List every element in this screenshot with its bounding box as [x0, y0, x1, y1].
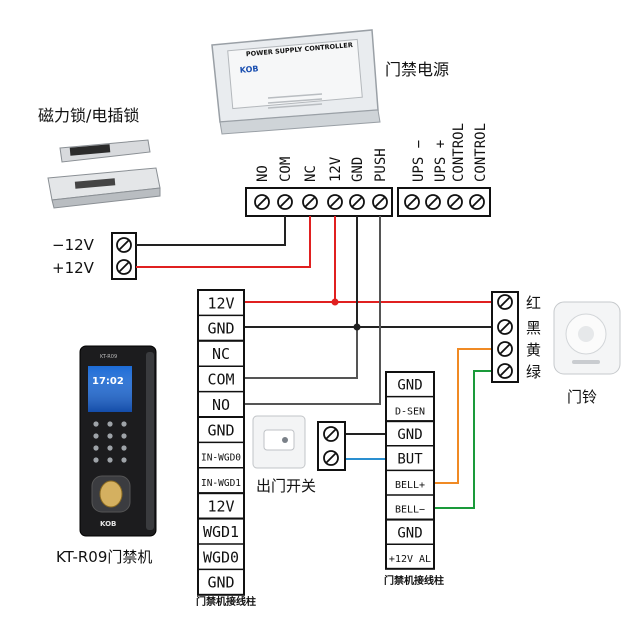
left-terminal-label: WGD0: [203, 548, 239, 566]
device-screen-time: 17:02: [92, 376, 124, 387]
keypad-key: [121, 421, 127, 427]
left-terminal-label: GND: [207, 320, 234, 338]
wire-gnd: [356, 216, 492, 328]
magnetic-lock-image: [47, 139, 161, 209]
control-screw-2: [447, 194, 463, 210]
power-screw-1: [277, 194, 293, 210]
access-unit-title: KT-R09门禁机: [56, 548, 152, 566]
lock-minus12v-label: −12V: [52, 236, 95, 254]
left-terminal-label: 12V: [207, 497, 234, 515]
right-terminal-label: BELL−: [395, 505, 425, 516]
right-terminal-label: BELL+: [395, 480, 425, 491]
keypad-key: [107, 433, 113, 439]
left-terminal-label: 12V: [207, 294, 234, 312]
keypad-key: [93, 421, 99, 427]
right-terminal-label: GND: [397, 378, 422, 394]
control-screw-1: [425, 194, 441, 210]
keypad-key: [93, 445, 99, 451]
access-control-device: 17:02 KT-R09 KOB: [79, 345, 157, 537]
wire-12v: [334, 216, 492, 303]
left-terminal-label: IN-WGD0: [201, 453, 241, 464]
control-screw-0: [404, 194, 420, 210]
power-supply-title: 门禁电源: [385, 60, 449, 79]
right-terminal-caption: 门禁机接线柱: [384, 574, 444, 587]
keypad-key: [121, 457, 127, 463]
left-terminal-caption: 门禁机接线柱: [196, 595, 256, 608]
left-terminal-label: COM: [207, 370, 234, 388]
left-terminal-label: WGD1: [203, 523, 239, 541]
doorbell-screw-1: [497, 319, 513, 335]
keypad-key: [107, 421, 113, 427]
right-terminal-label: +12V AL: [389, 554, 431, 565]
left-terminal-group: [197, 492, 245, 520]
right-terminal-label: D-SEN: [395, 406, 425, 417]
control-terminal-label: CONTROL: [451, 123, 467, 182]
keypad-key: [93, 433, 99, 439]
right-terminal-label: GND: [397, 525, 422, 541]
power-screw-3: [327, 194, 343, 210]
wire-com: [244, 327, 358, 379]
power-terminal-label: COM: [278, 157, 294, 182]
control-terminal-label: UPS +: [433, 140, 449, 182]
right-terminal-label: GND: [397, 427, 422, 443]
left-terminal-label: NO: [212, 396, 230, 414]
wire-lock-minus: [136, 216, 286, 246]
left-terminal-label: GND: [207, 421, 234, 439]
power-terminal-label: NO: [255, 165, 271, 182]
doorbell-image: [553, 301, 621, 375]
doorbell-wire-label: 绿: [526, 363, 541, 381]
power-supply-unit: POWER SUPPLY CONTROLLER KOB: [211, 29, 381, 135]
doorbell-wire-label: 黑: [526, 319, 541, 337]
lock-terminal: [111, 232, 137, 280]
power-terminal-screws: [254, 194, 485, 210]
doorbell-terminal: [491, 291, 519, 383]
doorbell-screw-3: [497, 363, 513, 379]
door-button-image: [252, 415, 306, 469]
power-screw-5: [372, 194, 388, 210]
wires: [136, 216, 492, 509]
keypad-key: [107, 445, 113, 451]
device-model-label: KT-R09: [100, 354, 117, 360]
control-terminal-label: CONTROL: [473, 123, 489, 182]
wire-no: [244, 216, 381, 405]
device-brand: KOB: [100, 520, 116, 528]
control-screw-3: [469, 194, 485, 210]
access-unit-terminal-block-right: GND D-SEN GND BUT BELL+ BELL− GND +12V AL: [385, 371, 435, 570]
keypad-key: [121, 433, 127, 439]
door-button-title: 出门开关: [256, 477, 316, 495]
wire-bell-minus: [434, 370, 492, 509]
right-terminal-label: BUT: [397, 452, 423, 468]
power-screw-2: [302, 194, 318, 210]
power-terminal-label: GND: [350, 157, 366, 182]
power-terminal-label: 12V: [328, 156, 344, 182]
keypad-key: [121, 445, 127, 451]
left-terminal-label: NC: [212, 345, 230, 363]
wire-lock-plus: [136, 216, 311, 268]
doorbell-wire-label: 红: [526, 294, 541, 312]
power-supply-brand: KOB: [239, 64, 258, 75]
keypad-key: [93, 457, 99, 463]
left-terminal-label: GND: [207, 574, 234, 592]
lock-plus12v-label: +12V: [52, 259, 95, 277]
power-screw-0: [254, 194, 270, 210]
power-terminal-label: NC: [303, 165, 319, 182]
power-screw-4: [349, 194, 365, 210]
doorbell-wire-label: 黄: [526, 341, 541, 359]
doorbell-screw-2: [497, 341, 513, 357]
doorbell-screw-0: [497, 294, 513, 310]
door-button-terminal: [317, 421, 346, 471]
control-terminal-label: UPS −: [411, 140, 427, 182]
wire-bell-plus: [434, 348, 492, 484]
lock-title: 磁力锁/电插锁: [38, 106, 139, 125]
left-terminal-label: IN-WGD1: [201, 478, 241, 489]
keypad-key: [107, 457, 113, 463]
left-terminal-group: [197, 517, 245, 596]
power-terminal-label: PUSH: [373, 148, 389, 182]
doorbell-title: 门铃: [567, 388, 597, 406]
